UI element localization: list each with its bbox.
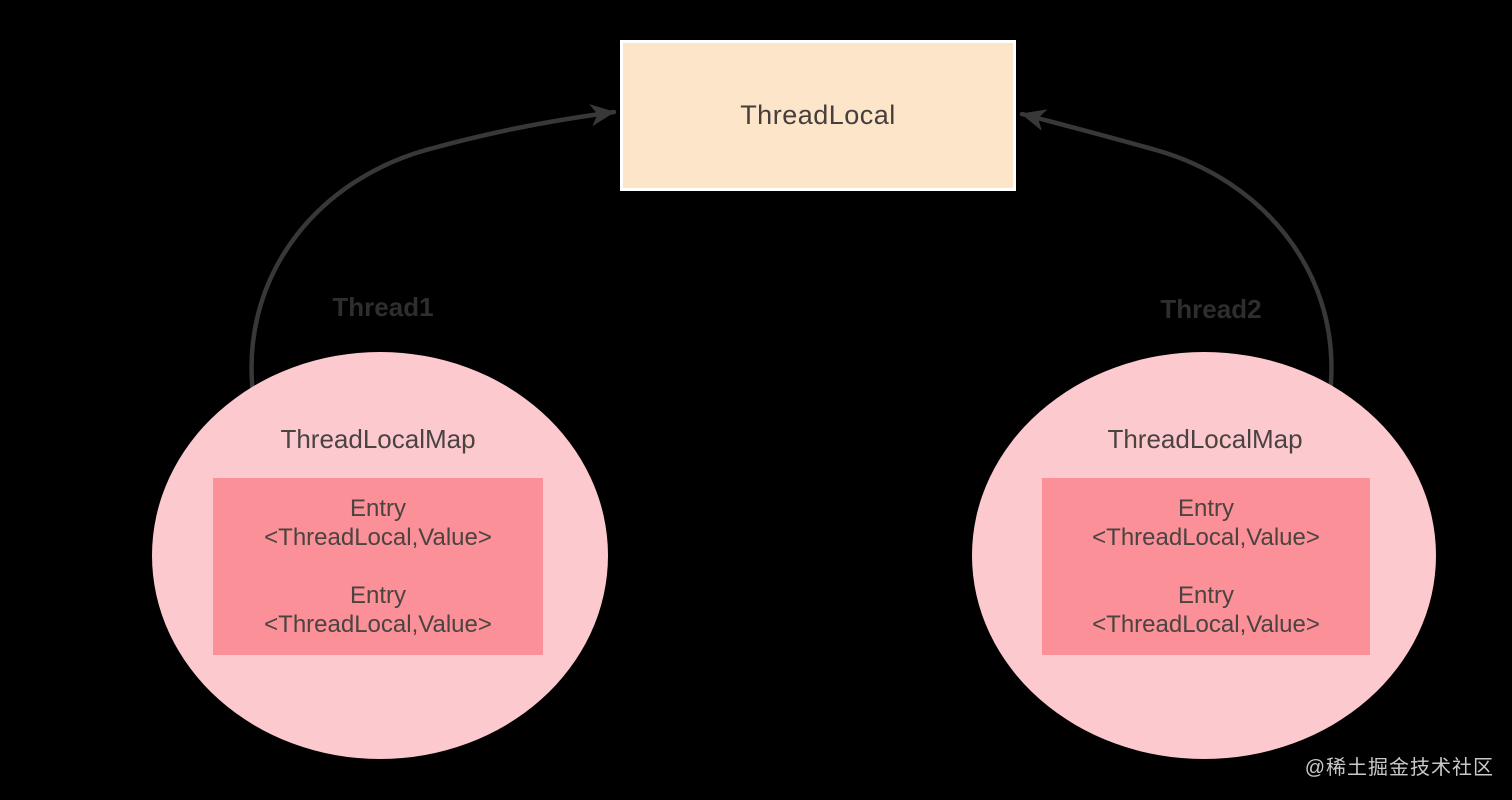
entry-type: <ThreadLocal,Value> [264,611,492,638]
entry-item: Entry <ThreadLocal,Value> [1092,494,1320,552]
entry-title: Entry [349,495,406,522]
entry-type: <ThreadLocal,Value> [264,524,492,551]
threadlocal-box: ThreadLocal [620,40,1016,191]
entry-title: Entry [1177,582,1234,609]
entry-item: Entry <ThreadLocal,Value> [264,581,492,639]
entry-item: Entry <ThreadLocal,Value> [264,494,492,552]
thread1-map-title: ThreadLocalMap [280,424,476,454]
entry-item: Entry <ThreadLocal,Value> [1092,581,1320,639]
juejin-watermark: @稀土掘金技术社区 [1304,757,1494,779]
entry-title: Entry [349,582,406,609]
entry-type: <ThreadLocal,Value> [1092,524,1320,551]
threadlocal-box-label: ThreadLocal [740,100,896,130]
thread1-label: Thread1 [332,292,434,322]
thread2-map-title: ThreadLocalMap [1107,424,1303,454]
thread2-label: Thread2 [1160,294,1262,324]
thread2-entry-table: Entry <ThreadLocal,Value> Entry <ThreadL… [1042,478,1370,655]
entry-type: <ThreadLocal,Value> [1092,611,1320,638]
thread1-entry-table: Entry <ThreadLocal,Value> Entry <ThreadL… [213,478,543,655]
entry-title: Entry [1177,495,1234,522]
